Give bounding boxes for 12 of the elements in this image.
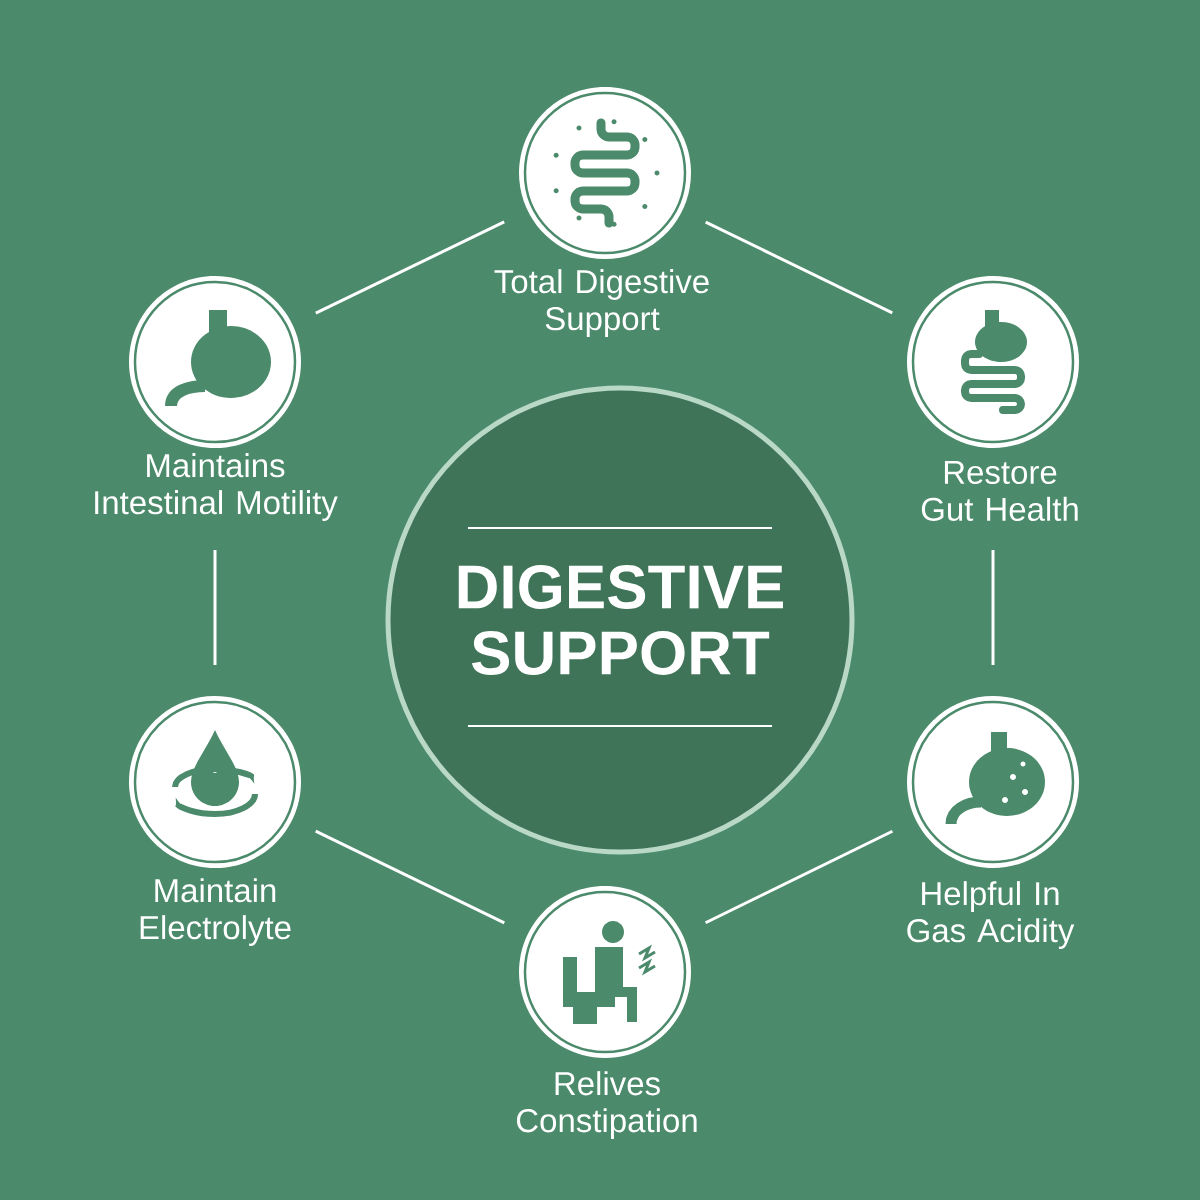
connector-line [705,220,893,315]
benefit-label: Restore Gut Health [921,461,1078,522]
benefit-label: Total Digestive Support [494,269,709,337]
connector-line [213,550,217,665]
connector-line [315,829,505,925]
connector-line [991,550,995,665]
benefit-label: Maintains Intestinal Motility [95,453,338,521]
benefit-label: Maintain Electrolyte [140,878,291,946]
benefit-label: Helpful In Gas Acidity [907,881,1075,949]
connector-line [315,220,505,315]
benefit-label: Relives Constipation [516,1071,697,1139]
connector-line [704,829,894,925]
